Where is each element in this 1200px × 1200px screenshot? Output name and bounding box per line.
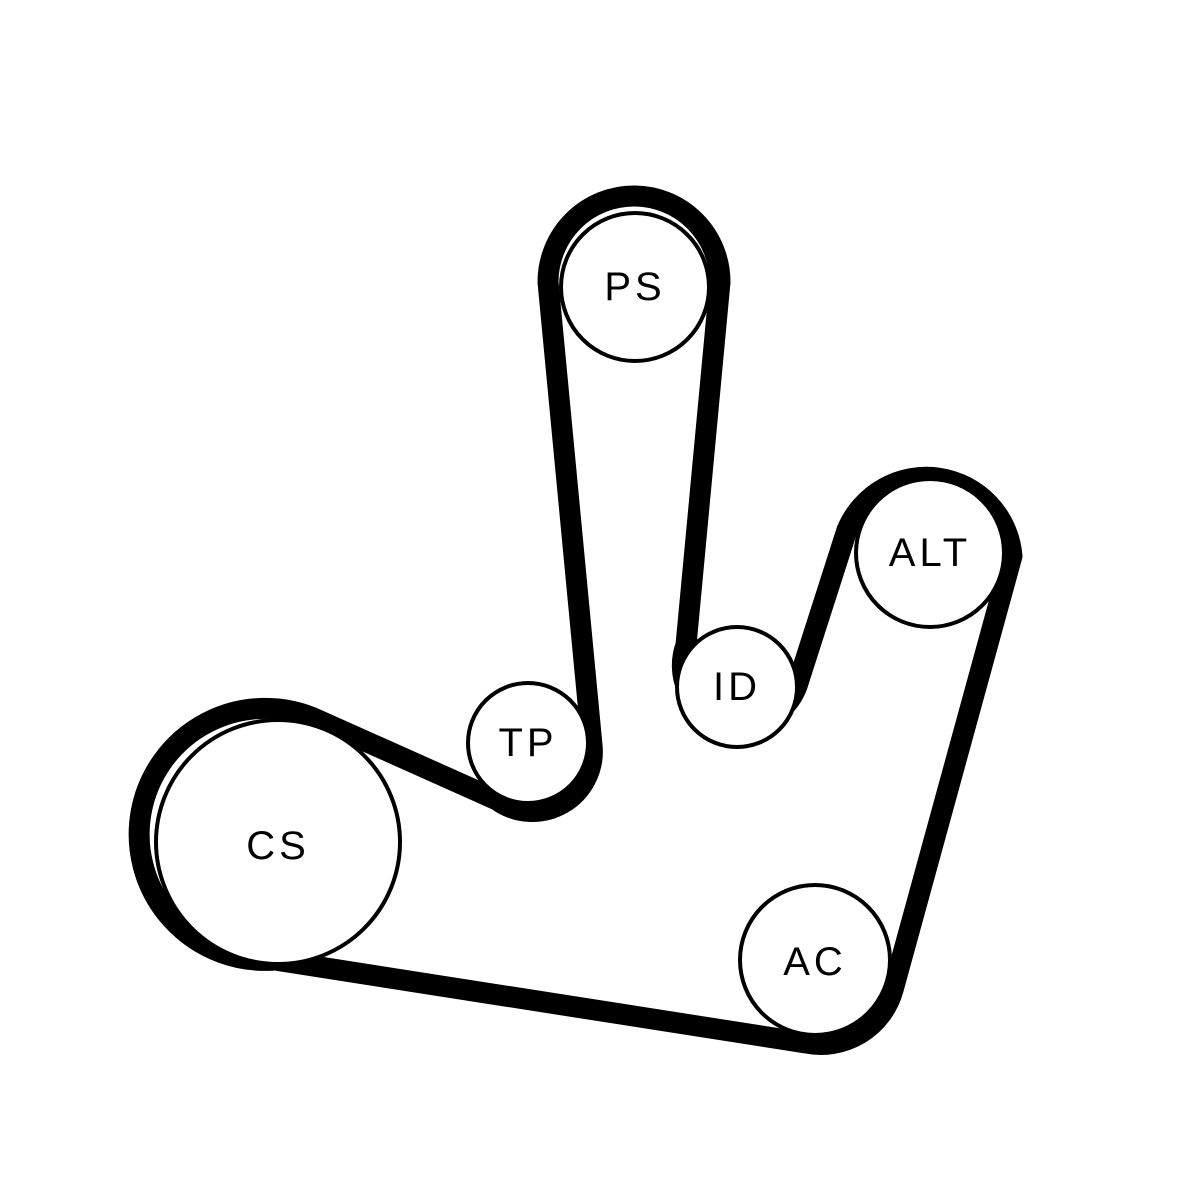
pulley-cs-label: CS	[246, 824, 310, 868]
pulley-ps-circle	[559, 211, 711, 363]
pulley-tp: TP	[466, 681, 590, 805]
pulley-alt: ALT	[854, 477, 1006, 629]
pulley-ac-circle	[738, 883, 892, 1037]
pulley-tp-circle	[466, 681, 590, 805]
pulley-alt-label: ALT	[889, 531, 971, 575]
pulley-id: ID	[675, 625, 799, 749]
pulley-cs: CS	[154, 718, 402, 966]
pulley-ac-label: AC	[783, 940, 847, 984]
pulley-alt-circle	[854, 477, 1006, 629]
serpentine-belt	[128, 185, 1023, 1055]
pulley-ps: PS	[559, 211, 711, 363]
pulley-ac: AC	[738, 883, 892, 1037]
pulley-ps-label: PS	[604, 265, 665, 309]
pulley-cs-circle	[154, 718, 402, 966]
pulley-id-label: ID	[713, 665, 761, 709]
pulley-id-circle	[675, 625, 799, 749]
pulley-tp-label: TP	[498, 721, 557, 765]
